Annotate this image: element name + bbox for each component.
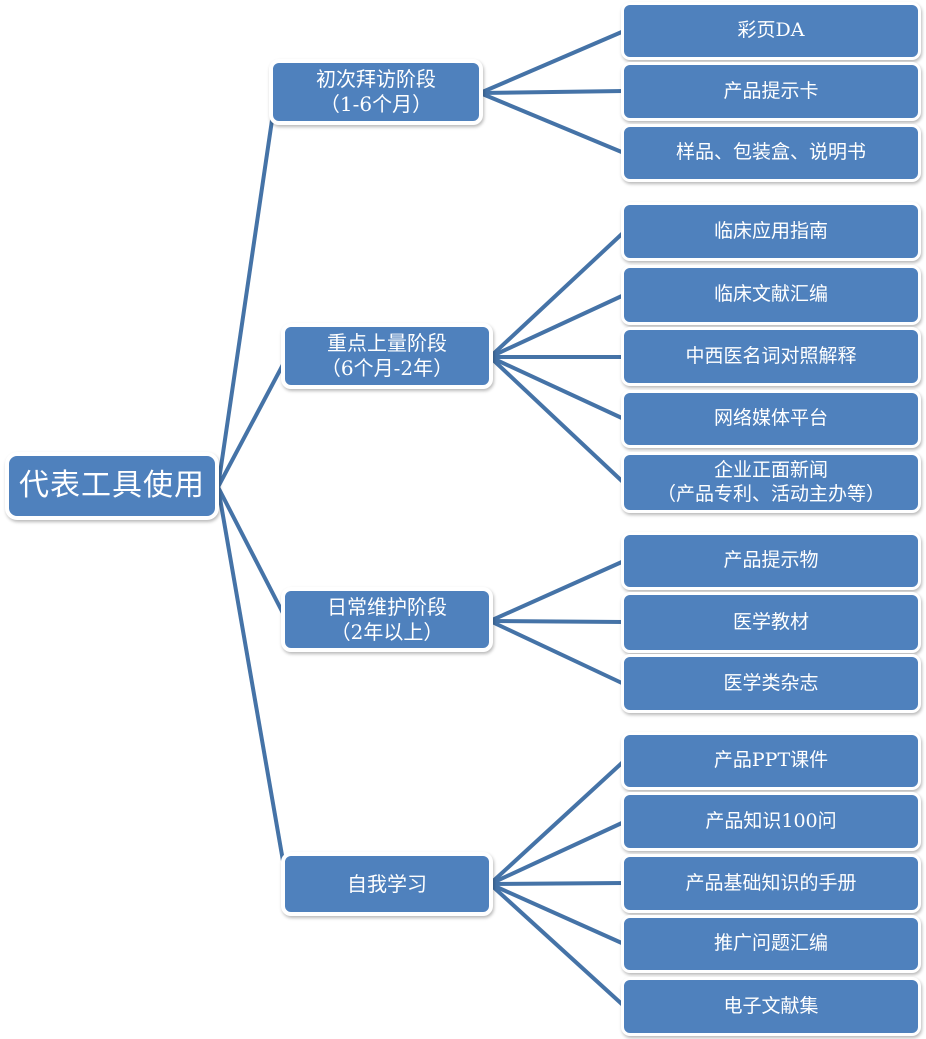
leaf-node-product-reminder-item: 产品提示物 (621, 532, 921, 590)
node-sublabel: （产品专利、活动主办等） (656, 482, 885, 505)
connector-line (489, 882, 625, 946)
leaf-node-product-basic-knowledge-handbook: 产品基础知识的手册 (621, 854, 921, 913)
connector-line (489, 881, 625, 886)
leaf-node-product-reminder-card: 产品提示卡 (621, 62, 921, 121)
connector-line (489, 619, 625, 624)
branch-node-key-volume-stage: 重点上量阶段 （6个月-2年） (281, 323, 493, 389)
connector-line (216, 486, 289, 885)
node-label: 中西医名词对照解释 (685, 344, 857, 367)
leaf-node-product-knowledge-100: 产品知识100问 (621, 792, 921, 851)
connector-line (216, 356, 289, 488)
connector-line (488, 759, 626, 886)
leaf-node-clinical-application-guide: 临床应用指南 (621, 202, 921, 261)
leaf-node-positive-company-news: 企业正面新闻 （产品专利、活动主办等） (621, 452, 921, 513)
leaf-node-electronic-literature-collection: 电子文献集 (621, 977, 921, 1036)
connector-line (488, 355, 626, 485)
leaf-node-color-page-da: 彩页DA (621, 2, 921, 60)
connector-line (216, 92, 278, 488)
node-label: 医学教材 (732, 610, 809, 633)
node-label: 临床文献汇编 (713, 283, 828, 306)
leaf-node-clinical-literature-compilation: 临床文献汇编 (621, 265, 921, 325)
node-label: 产品PPT课件 (713, 749, 829, 772)
leaf-node-tcm-western-terms: 中西医名词对照解释 (621, 327, 921, 386)
branch-node-self-study: 自我学习 (281, 852, 493, 916)
node-label: 代表工具使用 (19, 468, 205, 504)
leaf-node-medical-magazines: 医学类杂志 (621, 654, 921, 713)
connector-line (479, 91, 625, 155)
node-label: 医学类杂志 (723, 671, 819, 694)
connector-line (216, 486, 289, 622)
node-sublabel: （2年以上） (330, 619, 444, 644)
connector-line (489, 820, 625, 886)
node-label: 网络媒体平台 (713, 407, 828, 430)
leaf-node-promotion-qa-compilation: 推广问题汇编 (621, 915, 921, 973)
node-label: 自我学习 (347, 871, 427, 896)
connector-line (488, 882, 626, 1008)
node-label: 产品提示卡 (723, 79, 819, 102)
connector-line (479, 29, 625, 95)
connector-line (488, 230, 626, 359)
branch-node-first-visit-stage: 初次拜访阶段 （1-6个月） (269, 59, 483, 125)
node-label: 企业正面新闻 (713, 458, 828, 481)
node-label: 临床应用指南 (713, 219, 828, 242)
connector-line (489, 619, 625, 686)
leaf-node-product-ppt-courseware: 产品PPT课件 (621, 732, 921, 790)
node-label: 产品知识100问 (705, 809, 837, 832)
connector-line (479, 89, 625, 95)
node-sublabel: （6个月-2年） (320, 356, 454, 380)
node-label: 样品、包装盒、说明书 (675, 141, 866, 164)
connector-line (489, 355, 625, 421)
node-label: 日常维护阶段 (327, 594, 447, 619)
connector-line (489, 293, 625, 359)
node-label: 彩页DA (737, 19, 805, 42)
root-node: 代表工具使用 (5, 452, 219, 520)
node-label: 产品提示物 (723, 549, 819, 572)
leaf-node-medical-textbook: 医学教材 (621, 592, 921, 653)
connector-line (489, 559, 625, 623)
node-label: 重点上量阶段 (327, 331, 447, 355)
node-label: 电子文献集 (723, 994, 819, 1017)
node-sublabel: （1-6个月） (319, 92, 433, 116)
leaf-node-network-media-platform: 网络媒体平台 (621, 390, 921, 448)
branch-node-daily-maintenance-stage: 日常维护阶段 （2年以上） (281, 587, 493, 652)
node-label: 推广问题汇编 (713, 932, 828, 955)
node-label: 初次拜访阶段 (316, 67, 436, 91)
node-label: 产品基础知识的手册 (685, 871, 857, 894)
leaf-node-sample-package-manual: 样品、包装盒、说明书 (621, 124, 921, 182)
